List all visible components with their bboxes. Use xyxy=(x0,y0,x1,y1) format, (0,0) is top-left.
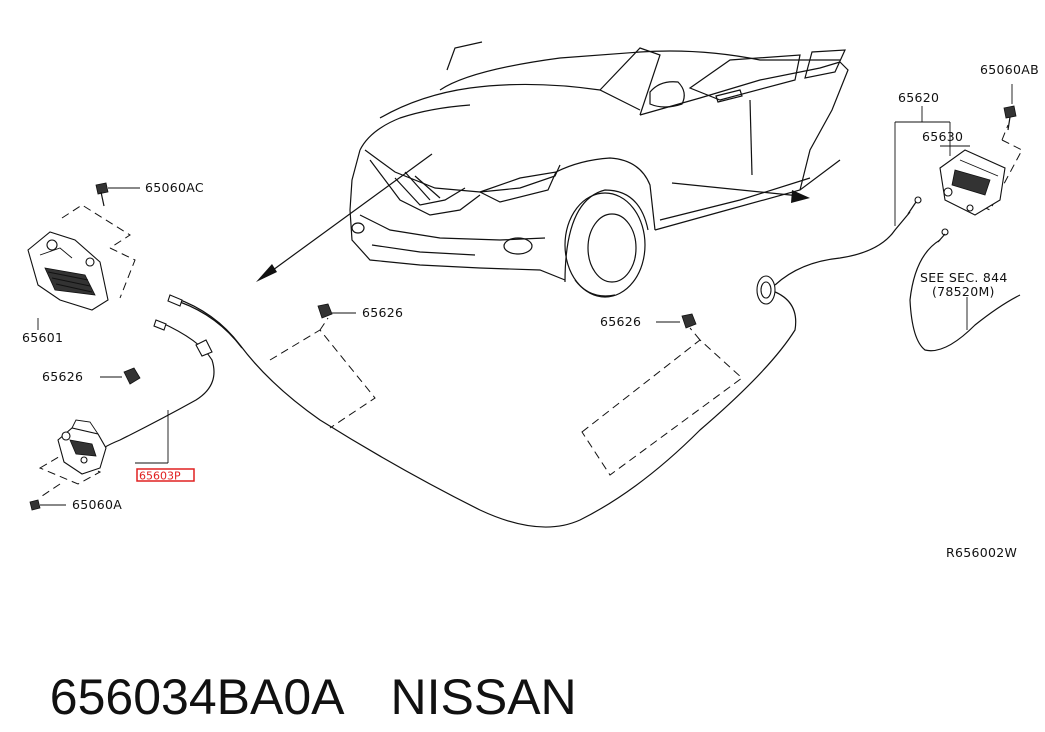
leader-lines xyxy=(37,106,970,464)
clip-65626-middle xyxy=(317,303,356,319)
release-handle-65630 xyxy=(939,149,1006,216)
release-cables xyxy=(95,196,1021,528)
highlight-box[interactable] xyxy=(136,468,195,482)
label-65626-left: 65626 xyxy=(42,369,83,384)
hood-lock-65601 xyxy=(27,231,109,311)
bolt-65060ac xyxy=(95,182,140,207)
label-65626-middle: 65626 xyxy=(362,305,403,320)
brand-name: NISSAN xyxy=(390,669,577,725)
part-caption: 656034BA0A NISSAN xyxy=(22,592,577,725)
label-65603p[interactable]: 65603P xyxy=(139,470,181,483)
label-65630: 65630 xyxy=(922,129,963,144)
bolt-65060a xyxy=(29,499,66,511)
label-65060a: 65060A xyxy=(72,497,122,512)
vehicle-outline xyxy=(349,41,849,298)
label-see-sec: SEE SEC. 844 xyxy=(920,270,1008,285)
label-65626-right: 65626 xyxy=(600,314,641,329)
label-65601: 65601 xyxy=(22,330,63,345)
lever-assembly xyxy=(57,419,107,475)
part-number: 656034BA0A xyxy=(49,669,345,725)
label-65620: 65620 xyxy=(898,90,939,105)
label-see-sec-ref: (78520M) xyxy=(932,284,995,299)
dashed-leaders xyxy=(38,124,1023,497)
highlighted-part[interactable]: 65603P xyxy=(136,468,195,483)
clip-65626-right xyxy=(656,313,697,329)
direction-arrows xyxy=(256,153,810,282)
label-65060ab: 65060AB xyxy=(980,62,1039,77)
diagram-reference: R656002W xyxy=(946,545,1017,560)
bolt-65060ab xyxy=(1003,84,1017,131)
parts-diagram: 65060AC 65601 65626 65060A 65626 65626 6… xyxy=(22,41,1039,560)
clip-65626-left xyxy=(100,367,141,385)
label-65060ac: 65060AC xyxy=(145,180,204,195)
